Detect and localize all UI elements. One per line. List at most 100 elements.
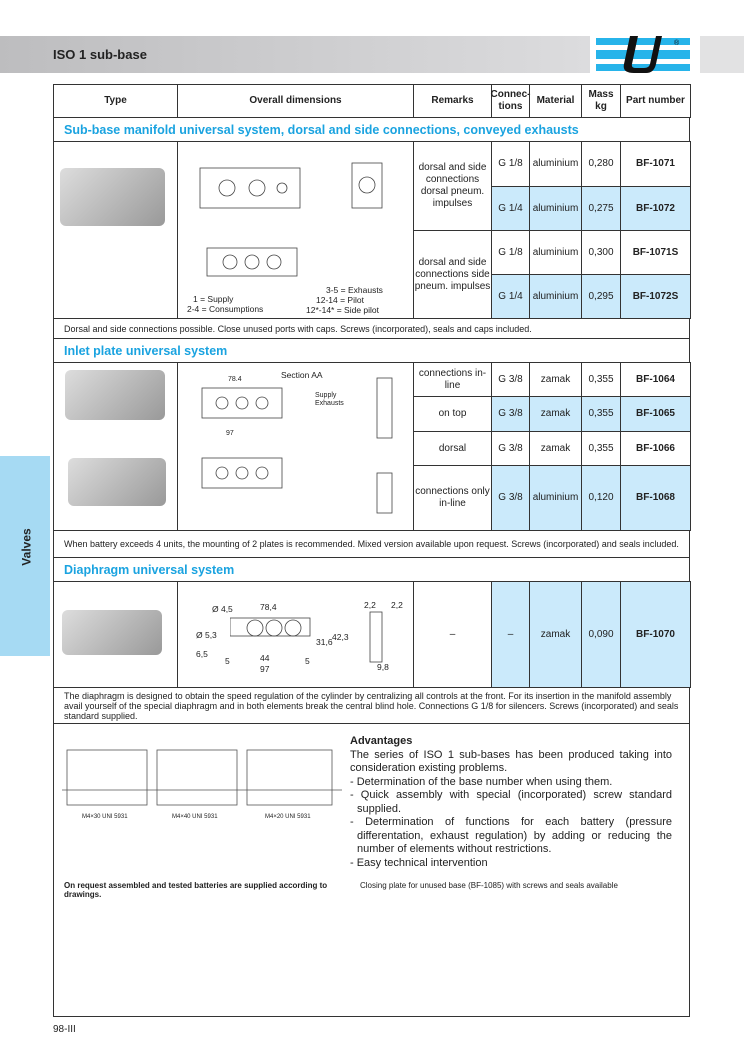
column-header: Material — [529, 84, 582, 118]
connections-cell: G 3/8 — [491, 465, 530, 531]
dim-label: Ø 5,3 — [196, 630, 217, 640]
legend-exhausts: 3-5 = Exhausts — [326, 285, 383, 295]
legend-consumptions: 2-4 = Consumptions — [187, 304, 264, 314]
part-number-cell: BF-1068 — [620, 465, 691, 531]
material-cell: zamak — [529, 581, 582, 688]
diaphragm-photo — [62, 610, 162, 655]
supply-label: Supply — [315, 392, 337, 399]
section-title: Inlet plate universal system — [53, 338, 690, 363]
closing-plate-note: Closing plate for unused base (BF-1085) … — [360, 881, 618, 890]
advantages-item: - Quick assembly with special (incorpora… — [350, 789, 672, 815]
remarks-cell: connections in-line — [413, 362, 492, 397]
section-title: Diaphragm universal system — [53, 557, 690, 582]
connections-cell: G 1/4 — [491, 274, 530, 319]
remarks-cell: – — [413, 581, 492, 688]
column-header: Connec-tions — [491, 84, 531, 118]
page-number: 98-III — [53, 1024, 76, 1035]
svg-text:®: ® — [674, 39, 680, 47]
header-bar — [0, 36, 590, 73]
material-cell: aluminium — [529, 230, 582, 275]
remarks-cell: dorsal — [413, 431, 492, 466]
connections-cell: – — [491, 581, 530, 688]
section-note: When battery exceeds 4 units, the mounti… — [53, 530, 690, 558]
material-cell: zamak — [529, 431, 582, 466]
connections-cell: G 1/8 — [491, 230, 530, 275]
part-number-cell: BF-1064 — [620, 362, 691, 397]
column-header: Remarks — [413, 84, 492, 118]
mass-cell: 0,355 — [581, 396, 621, 432]
remarks-cell: connections only in-line — [413, 465, 492, 531]
advantages-item: - Determination of the base number when … — [350, 775, 613, 788]
inlet-plate-photo — [65, 370, 165, 420]
material-cell: zamak — [529, 362, 582, 397]
section-note: Dorsal and side connections possible. Cl… — [53, 318, 690, 339]
part-number-cell: BF-1065 — [620, 396, 691, 432]
legend-supply: 1 = Supply — [193, 294, 234, 304]
dim-label: 42,3 — [332, 632, 349, 642]
legend-pilot: 12-14 = Pilot — [316, 295, 364, 305]
dim-label: 5 — [225, 656, 230, 666]
brand-logo: ® — [594, 36, 690, 73]
side-tab-valves[interactable] — [0, 456, 50, 656]
dim-label: 31,6 — [316, 637, 333, 647]
advantages-item: - Determination of functions for each ba… — [350, 816, 672, 855]
material-cell: zamak — [529, 396, 582, 432]
material-cell: aluminium — [529, 274, 582, 319]
mass-cell: 0,275 — [581, 186, 621, 231]
material-cell: aluminium — [529, 186, 582, 231]
mass-cell: 0,280 — [581, 141, 621, 187]
part-number-cell: BF-1072S — [620, 274, 691, 319]
screw-label: M4×30 UNI 5931 — [82, 814, 128, 820]
legend-side-pilot: 12*-14* = Side pilot — [306, 305, 380, 315]
request-note: On request assembled and tested batterie… — [64, 881, 328, 899]
mass-cell: 0,090 — [581, 581, 621, 688]
dim-label: 5 — [305, 656, 310, 666]
part-number-cell: BF-1071S — [620, 230, 691, 275]
advantages-item: - Easy technical intervention — [350, 856, 488, 869]
header-bar-end — [700, 36, 744, 73]
mass-cell: 0,355 — [581, 362, 621, 397]
connections-cell: G 1/8 — [491, 141, 530, 187]
dim-label: 97 — [260, 664, 270, 674]
remarks-cell: dorsal and side connections dorsal pneum… — [413, 141, 492, 231]
connections-cell: G 3/8 — [491, 396, 530, 432]
advantages-box — [53, 723, 690, 1017]
mass-cell: 0,300 — [581, 230, 621, 275]
dim-label: Ø 4,5 — [212, 604, 233, 614]
section-title: Sub-base manifold universal system, dors… — [53, 117, 690, 142]
screw-label: M4×20 UNI 5931 — [265, 814, 311, 820]
part-number-cell: BF-1070 — [620, 581, 691, 688]
connections-cell: G 1/4 — [491, 186, 530, 231]
section-aa-label: Section AA — [281, 370, 323, 380]
connections-cell: G 3/8 — [491, 362, 530, 397]
dim-label: 44 — [260, 653, 270, 663]
column-header: Mass kg — [581, 84, 621, 118]
remarks-cell: on top — [413, 396, 492, 432]
advantages-text: Advantages The series of ISO 1 sub-bases… — [350, 735, 672, 870]
screw-label: M4×40 UNI 5931 — [172, 814, 218, 820]
inlet-plate-dimension-drawing — [201, 377, 393, 514]
part-number-cell: BF-1066 — [620, 431, 691, 466]
advantages-title: Advantages — [350, 735, 413, 747]
connections-cell: G 3/8 — [491, 431, 530, 466]
page-title: ISO 1 sub-base — [53, 47, 147, 62]
material-cell: aluminium — [529, 465, 582, 531]
assembly-drawing — [62, 749, 342, 806]
material-cell: aluminium — [529, 141, 582, 187]
mass-cell: 0,295 — [581, 274, 621, 319]
sub-base-manifold-photo — [60, 168, 165, 226]
part-number-cell: BF-1072 — [620, 186, 691, 231]
advantages-intro: The series of ISO 1 sub-bases has been p… — [350, 748, 672, 775]
remarks-cell: dorsal and side connections side pneum. … — [413, 230, 492, 319]
side-tab-label: Valves — [19, 528, 34, 566]
part-number-cell: BF-1071 — [620, 141, 691, 187]
exhausts-label: Exhausts — [315, 400, 344, 407]
dim-label: 97 — [226, 430, 234, 437]
column-header: Overall dimensions — [177, 84, 414, 118]
section-note: The diaphragm is designed to obtain the … — [53, 687, 690, 724]
sub-base-dimension-drawing — [199, 162, 383, 277]
dim-label: 9,8 — [377, 662, 389, 672]
column-header: Type — [53, 84, 178, 118]
dim-label: 6,5 — [196, 649, 208, 659]
dim-label: 2,2 — [364, 600, 376, 610]
